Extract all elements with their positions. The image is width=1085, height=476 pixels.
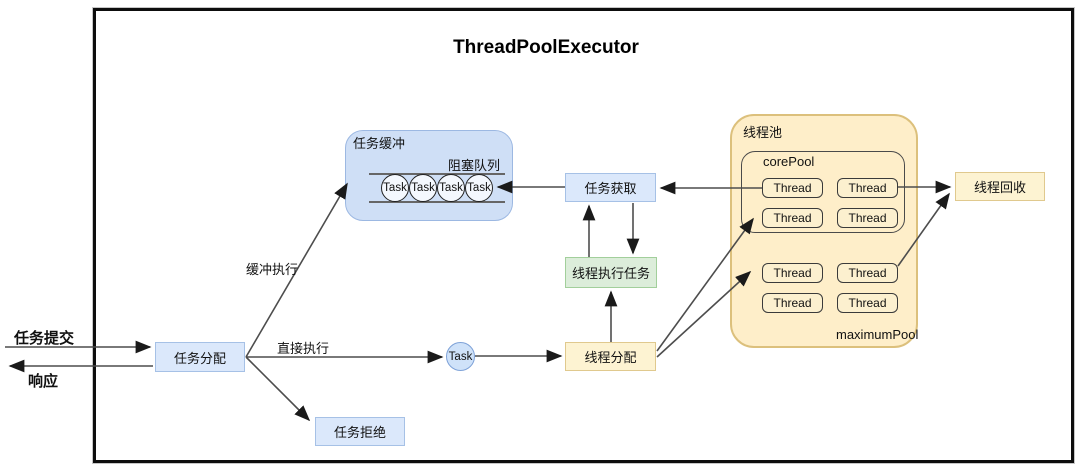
node-thread-execute: 线程执行任务 — [565, 257, 657, 288]
core-thread-box: Thread — [762, 178, 823, 198]
node-task-fetch: 任务获取 — [565, 173, 656, 202]
max-thread-box: Thread — [762, 293, 823, 313]
task-submit-label: 任务提交 — [14, 330, 75, 347]
core-thread-box: Thread — [837, 178, 898, 198]
node-task-reject: 任务拒绝 — [315, 417, 405, 446]
edge-label-buffered-exec: 缓冲执行 — [246, 262, 299, 277]
queue-task-circle: Task — [409, 174, 437, 202]
max-thread-box: Thread — [762, 263, 823, 283]
node-task-reject-label: 任务拒绝 — [333, 425, 386, 440]
edge-label-direct-exec: 直接执行 — [277, 341, 330, 356]
task-token-circle: Task — [446, 342, 475, 371]
queue-task-circle: Task — [437, 174, 465, 202]
thread-pool-label: 线程池 — [743, 125, 783, 140]
node-task-dispatch-label: 任务分配 — [173, 350, 226, 366]
max-thread-box: Thread — [837, 293, 898, 313]
node-thread-execute-label: 线程执行任务 — [571, 266, 650, 281]
maximum-pool-label: maximumPool — [836, 327, 919, 342]
node-thread-recycle-label: 线程回收 — [973, 180, 1026, 195]
core-thread-box: Thread — [837, 208, 898, 228]
task-token-label: Task — [448, 350, 473, 363]
node-task-fetch-label: 任务获取 — [584, 181, 637, 196]
response-label: 响应 — [28, 373, 59, 390]
diagram-title: ThreadPoolExecutor — [453, 37, 639, 58]
queue-task-circle: Task — [465, 174, 493, 202]
node-task-dispatch: 任务分配 — [155, 342, 245, 372]
core-thread-box: Thread — [762, 208, 823, 228]
node-thread-dispatch-label: 线程分配 — [584, 350, 637, 365]
node-thread-dispatch: 线程分配 — [565, 342, 656, 371]
blocking-queue-label: 阻塞队列 — [447, 158, 500, 173]
node-thread-recycle: 线程回收 — [955, 172, 1045, 201]
task-buffer-label: 任务缓冲 — [353, 136, 406, 151]
queue-task-circle: Task — [381, 174, 409, 202]
core-pool-label: corePool — [763, 154, 815, 169]
diagram-frame — [93, 8, 1074, 463]
core-pool-box — [741, 151, 905, 233]
max-thread-box: Thread — [837, 263, 898, 283]
